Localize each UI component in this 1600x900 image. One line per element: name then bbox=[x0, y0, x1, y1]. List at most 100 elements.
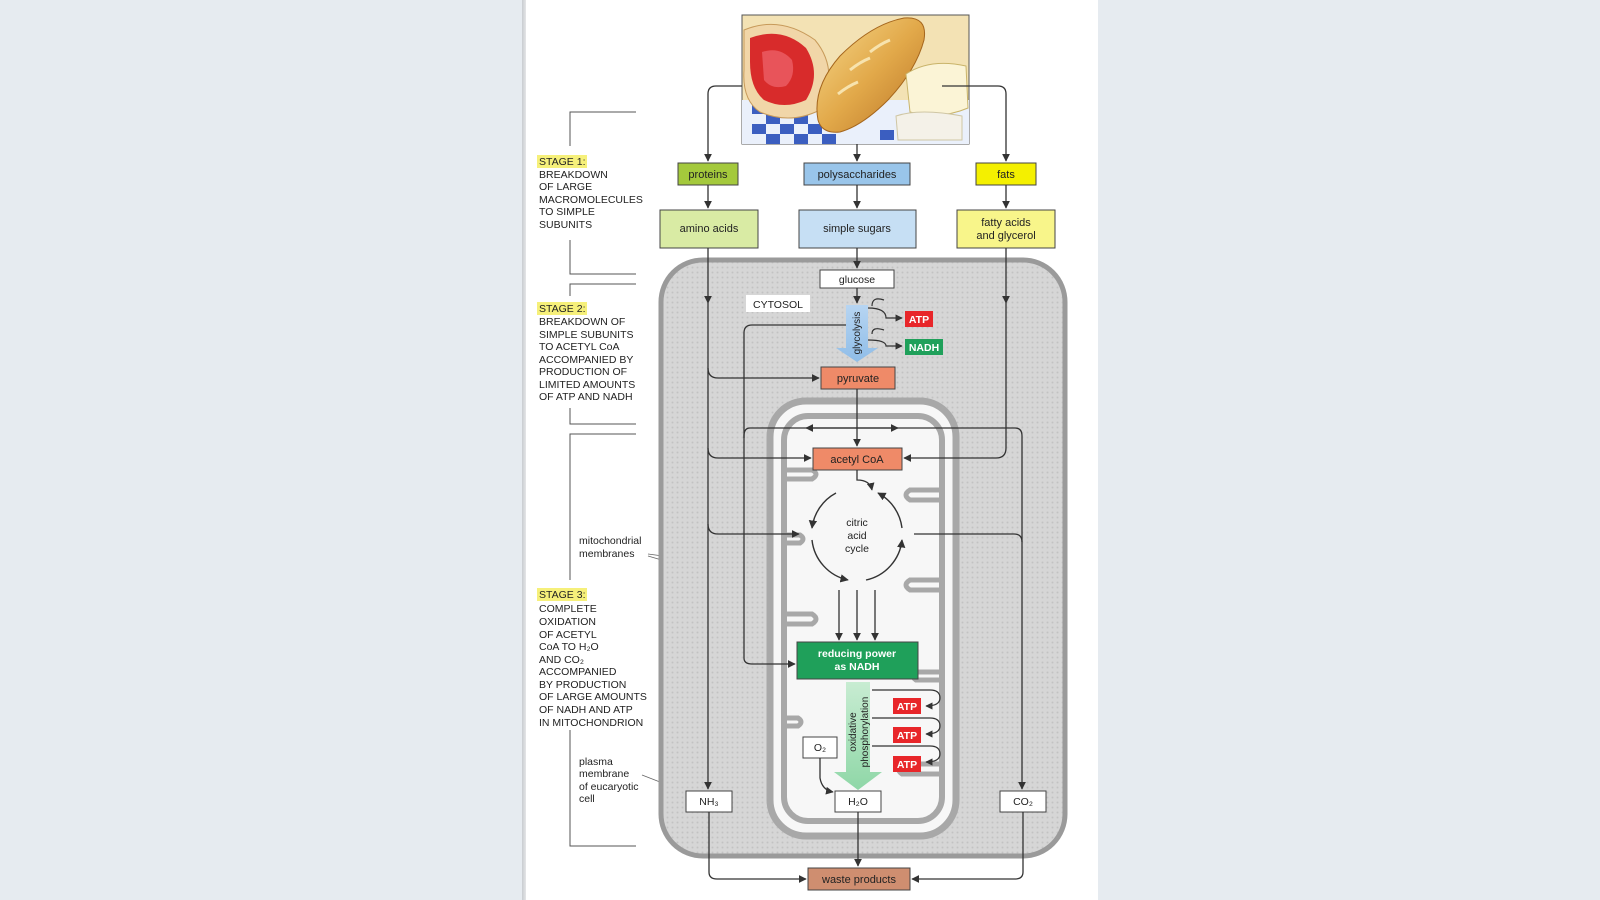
amino-acids-box: amino acids bbox=[659, 209, 759, 249]
o2-label: O₂ bbox=[814, 742, 826, 754]
fatty-acids-box: fatty acids and glycerol bbox=[956, 209, 1056, 249]
annotation-line: plasma bbox=[579, 756, 613, 768]
polysaccharides-box: polysaccharides bbox=[803, 162, 911, 186]
cheese-illustration bbox=[895, 62, 969, 141]
stage-2-line: LIMITED AMOUNTS bbox=[539, 379, 635, 391]
stage-1-line: TO SIMPLE bbox=[539, 206, 595, 218]
bread-illustration bbox=[816, 17, 926, 133]
stage-2-description: STAGE 2: BREAKDOWN OF SIMPLE SUBUNITS TO… bbox=[537, 302, 635, 403]
stage-3-line: OXIDATION bbox=[539, 616, 596, 628]
stage-2-line: OF ATP AND NADH bbox=[539, 391, 633, 403]
stage-2-line: ACCOMPANIED BY bbox=[539, 354, 633, 366]
simple-sugars-box: simple sugars bbox=[798, 209, 917, 249]
stage-3-line: OF NADH AND ATP bbox=[539, 704, 633, 716]
stage-2-label: STAGE 2: bbox=[539, 303, 586, 315]
stage-1-label: STAGE 1: bbox=[539, 156, 586, 168]
atp-badge: ATP bbox=[905, 311, 933, 327]
waste-products-box: waste products bbox=[807, 867, 911, 891]
stage-3-line: OF ACETYL bbox=[539, 629, 597, 641]
glycolysis-arrow: glycolysis bbox=[836, 305, 878, 362]
atp-label: ATP bbox=[909, 314, 929, 326]
citric-cycle-label: citric bbox=[846, 517, 868, 529]
stage-3-line: ACCOMPANIED bbox=[539, 666, 617, 678]
pyruvate-box: pyruvate bbox=[820, 366, 896, 390]
flow-arrows bbox=[704, 85, 1026, 883]
atp-label: ATP bbox=[897, 701, 917, 713]
cytosol-label: CYTOSOL bbox=[753, 299, 803, 311]
stage-2-line: PRODUCTION OF bbox=[539, 366, 627, 378]
reducing-power-label: as NADH bbox=[835, 661, 880, 673]
citric-cycle-label: cycle bbox=[845, 543, 869, 555]
amino-acids-label: amino acids bbox=[680, 223, 739, 235]
atp-label: ATP bbox=[897, 730, 917, 742]
co2-label: CO₂ bbox=[1013, 796, 1033, 808]
stage-3-line: IN MITOCHONDRION bbox=[539, 717, 643, 729]
glucose-label: glucose bbox=[839, 274, 875, 286]
citric-acid-cycle: citric acid cycle bbox=[808, 492, 906, 583]
stage-3-line: COMPLETE bbox=[539, 603, 597, 615]
stage-1-line: SUBUNITS bbox=[539, 219, 592, 231]
atp-badge: ATP bbox=[893, 698, 921, 714]
annotation-line: membrane bbox=[579, 768, 629, 780]
stage-3-highlight bbox=[537, 588, 587, 601]
nh3-label: NH₃ bbox=[699, 796, 718, 808]
nadh-badge: NADH bbox=[905, 339, 943, 355]
reducing-power-box: reducing power as NADH bbox=[796, 641, 919, 680]
stage-1-line: OF LARGE bbox=[539, 181, 592, 193]
stage-3-line: BY PRODUCTION bbox=[539, 679, 626, 691]
plasma-membrane-annotation: plasma membrane of eucaryotic cell bbox=[579, 756, 661, 805]
stage-1-description: STAGE 1: BREAKDOWN OF LARGE MACROMOLECUL… bbox=[537, 155, 643, 231]
ham-illustration bbox=[743, 23, 830, 119]
waste-products-label: waste products bbox=[821, 874, 896, 886]
glucose-box: glucose bbox=[819, 269, 895, 289]
reducing-power-label: reducing power bbox=[818, 648, 896, 660]
h2o-label: H₂O bbox=[848, 796, 868, 808]
h2o-box: H₂O bbox=[834, 790, 882, 813]
stage-2-line: SIMPLE SUBUNITS bbox=[539, 329, 634, 341]
stage-3-line: AND CO₂ bbox=[539, 654, 584, 666]
annotation-line: mitochondrial bbox=[579, 535, 641, 547]
oxphos-label: phosphorylation bbox=[860, 697, 871, 768]
fats-box: fats bbox=[975, 162, 1037, 186]
proteins-box: proteins bbox=[677, 162, 739, 186]
acetyl-coa-label: acetyl CoA bbox=[830, 454, 884, 466]
stage-brackets bbox=[569, 111, 636, 847]
stage-2-line: BREAKDOWN OF bbox=[539, 316, 625, 328]
glycolysis-energy-loops bbox=[867, 298, 903, 350]
annotation-line: of eucaryotic bbox=[579, 781, 639, 793]
nadh-label: NADH bbox=[909, 342, 939, 354]
o2-box: O₂ bbox=[802, 736, 838, 759]
stage-1-highlight bbox=[537, 155, 587, 168]
stage-2-line: TO ACETYL CoA bbox=[539, 341, 620, 353]
glycolysis-label: glycolysis bbox=[852, 312, 863, 355]
annotation-line: cell bbox=[579, 793, 595, 805]
atp-badge: ATP bbox=[893, 727, 921, 743]
stage-3-line: CoA TO H₂O bbox=[539, 641, 599, 653]
simple-sugars-label: simple sugars bbox=[823, 223, 891, 235]
stage-2-highlight bbox=[537, 302, 587, 315]
stage-3-line: OF LARGE AMOUNTS bbox=[539, 691, 647, 703]
pyruvate-label: pyruvate bbox=[837, 373, 879, 385]
oxphos-label: oxidative bbox=[848, 712, 859, 752]
oxphos-energy-loops bbox=[872, 689, 941, 766]
co2-box: CO₂ bbox=[999, 790, 1047, 813]
proteins-label: proteins bbox=[688, 169, 728, 181]
oxidative-phosphorylation-arrow: oxidative phosphorylation bbox=[834, 682, 882, 790]
polysaccharides-label: polysaccharides bbox=[818, 169, 897, 181]
cytosol-label-box: CYTOSOL bbox=[746, 295, 810, 312]
fatty-acids-label: fatty acids bbox=[981, 217, 1031, 229]
fatty-acids-label: and glycerol bbox=[976, 230, 1035, 242]
stage-1-line: BREAKDOWN bbox=[539, 169, 608, 181]
atp-badge: ATP bbox=[893, 756, 921, 772]
stage-3-label: STAGE 3: bbox=[539, 589, 586, 601]
annotation-line: membranes bbox=[579, 548, 634, 560]
nh3-box: NH₃ bbox=[685, 790, 733, 813]
fats-label: fats bbox=[997, 169, 1015, 181]
food-image bbox=[741, 14, 970, 145]
citric-cycle-label: acid bbox=[847, 530, 866, 542]
atp-label: ATP bbox=[897, 759, 917, 771]
stage-1-line: MACROMOLECULES bbox=[539, 194, 643, 206]
stage-3-description: STAGE 3: COMPLETE OXIDATION OF ACETYL Co… bbox=[537, 588, 647, 729]
acetyl-coa-box: acetyl CoA bbox=[812, 447, 903, 471]
